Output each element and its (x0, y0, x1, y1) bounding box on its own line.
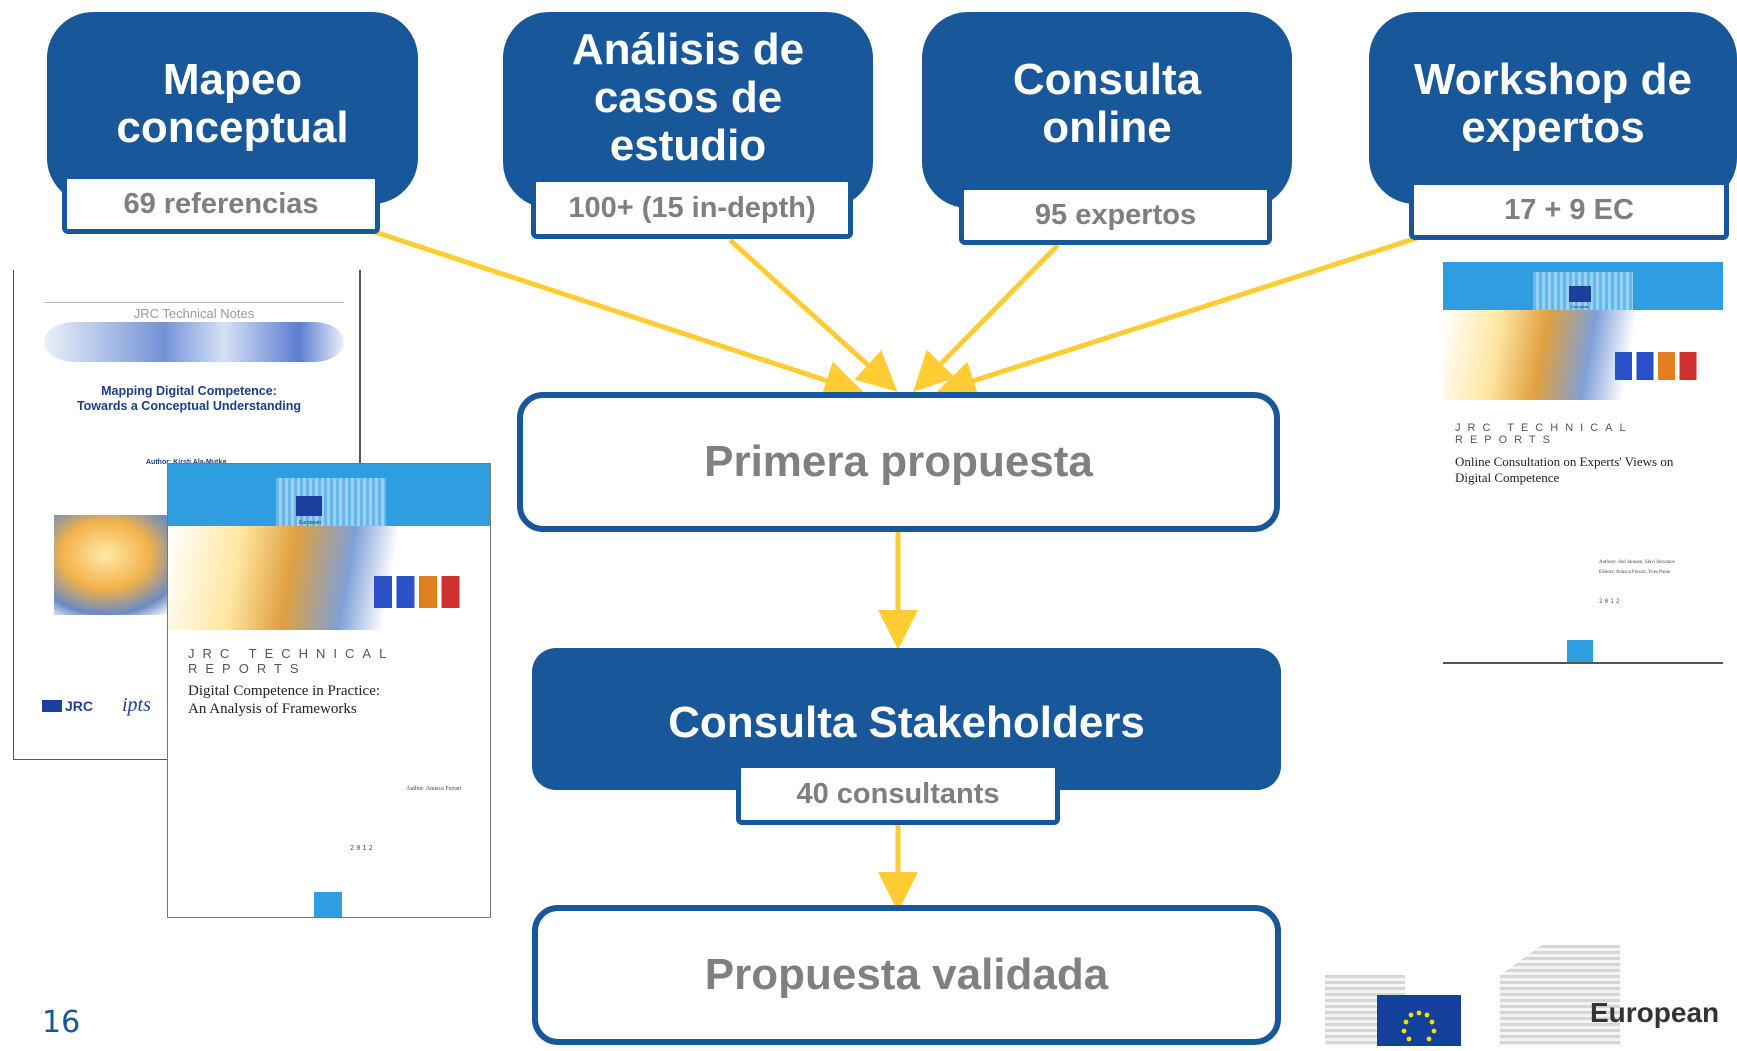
source-workshop: Workshop de expertos (1369, 12, 1737, 204)
document-bars-image (1615, 352, 1701, 380)
jrc-footer-block (314, 892, 342, 917)
document-authors: Authors: Joel Janssen, Slavi Stoyanov (1599, 560, 1676, 565)
document-series: JRC TECHNICAL REPORTS (188, 646, 394, 676)
source-title: Workshop de expertos (1414, 55, 1692, 152)
european-commission-logo: European (1325, 945, 1737, 1046)
arrow-mapeo (374, 229, 865, 400)
jrc-logo-text: JRC (65, 698, 94, 714)
document-author: Author: Kirsti Ala-Mutka (146, 459, 226, 466)
source-mapeo: Mapeo conceptual (47, 12, 418, 204)
eu-flag-icon (1377, 995, 1461, 1046)
document-title: Mapping Digital Competence: Towards a Co… (24, 384, 354, 414)
source-count: 95 expertos (959, 185, 1272, 245)
source-title: Análisis de casos de estudio (571, 25, 805, 170)
eu-stars-icon (1401, 1010, 1437, 1042)
arrow-consulta (912, 243, 1060, 393)
document-title-line: Towards a Conceptual Understanding (76, 399, 302, 413)
propuesta-validada-box: Propuesta validada (532, 905, 1281, 1045)
source-title: Mapeo conceptual (116, 55, 349, 152)
stakeholders-count: 40 consultants (736, 763, 1060, 825)
eu-flag-icon (42, 700, 62, 712)
jrc-footer-block (1567, 640, 1593, 662)
eu-flag-icon (1569, 286, 1591, 302)
eu-flag-icon (296, 496, 322, 516)
document-editors: Editors: Anusca Ferrari, Yves Punie (1599, 570, 1671, 575)
source-count: 17 + 9 EC (1409, 180, 1729, 240)
document-series: JRC Technical Notes (44, 302, 344, 321)
source-analisis: Análisis de casos de estudio (503, 12, 873, 208)
document-title: Online Consultation on Experts' Views on… (1455, 454, 1673, 486)
commission-building-icon (276, 478, 386, 526)
ipts-logo: ipts (122, 694, 151, 716)
document-title-line: An Analysis of Frameworks (188, 701, 357, 717)
document-title-line: Mapping Digital Competence: (101, 384, 277, 398)
arrow-workshop (935, 234, 1421, 400)
document-image (54, 515, 184, 615)
source-consulta: Consulta online (922, 12, 1292, 208)
page-number: 16 (42, 1005, 81, 1040)
source-count: 100+ (15 in-depth) (531, 177, 853, 239)
document-title-line: Digital Competence in Practice: (188, 683, 381, 699)
commission-building-icon (1500, 945, 1620, 1046)
jrc-logo: JRC (42, 698, 93, 714)
document-title-line: Digital Competence (1455, 470, 1560, 485)
document-title-line: Online Consultation on Experts' Views on (1455, 454, 1674, 469)
document-year: 2012 (1599, 598, 1622, 605)
document-year: 2012 (350, 844, 375, 852)
arrow-analisis (728, 238, 898, 392)
document-practice-cover: European Commission JRC TECHNICAL REPORT… (167, 463, 491, 918)
document-series: JRC TECHNICAL REPORTS (1455, 422, 1633, 446)
document-author: Author: Anusca Ferrari (406, 786, 462, 792)
logo-text: European (1590, 997, 1720, 1028)
document-consultation-cover: European Commission JRC TECHNICAL REPORT… (1443, 262, 1723, 664)
source-count: 69 referencias (62, 174, 380, 234)
document-swoosh-image (44, 322, 344, 362)
document-title: Digital Competence in Practice: An Analy… (188, 682, 380, 718)
source-title: Consulta online (1012, 55, 1202, 152)
stakeholders-title: Consulta Stakeholders (668, 698, 1145, 747)
primera-propuesta-box: Primera propuesta (517, 392, 1280, 532)
document-bars-image (374, 576, 464, 608)
